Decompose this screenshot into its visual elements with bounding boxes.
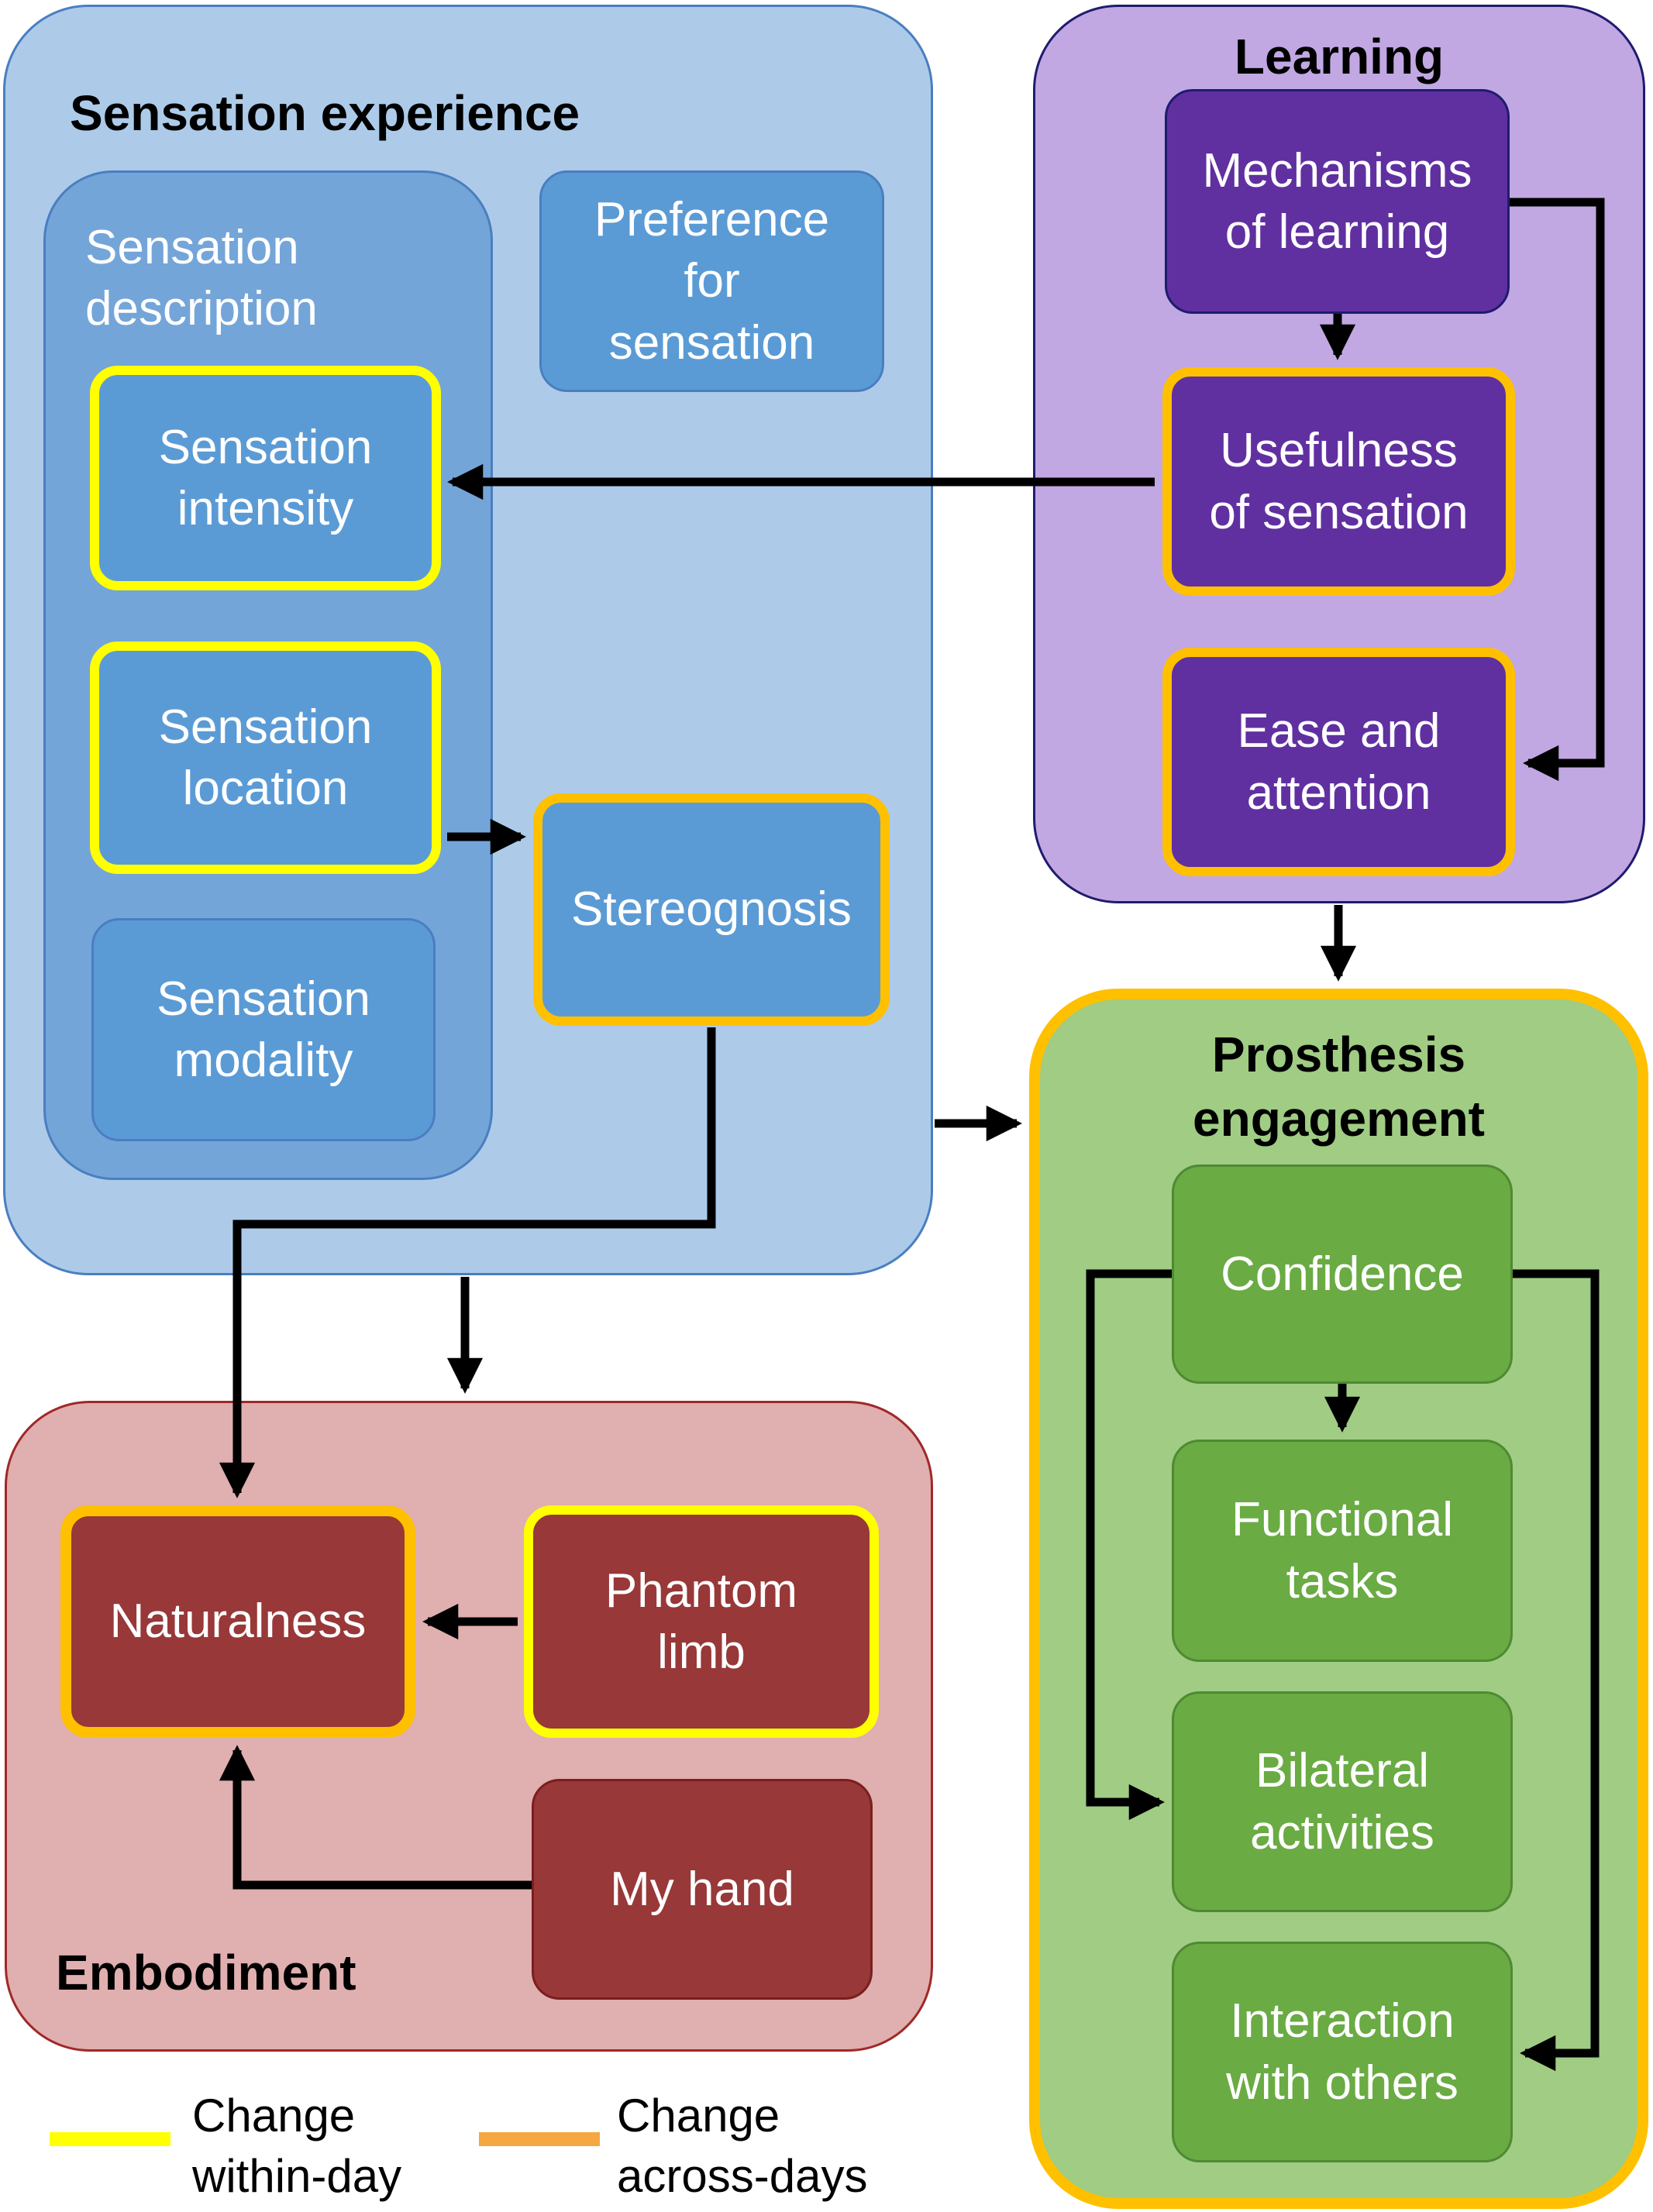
my-hand-box: My hand [532, 1779, 873, 2000]
sensation-intensity-box: Sensation intensity [90, 366, 441, 590]
legend-within-day-swatch [50, 2132, 170, 2146]
preference-for-sensation-box: Preference for sensation [539, 170, 884, 392]
sensation-description-label: Sensation description [85, 221, 318, 336]
usefulness-of-sensation-box: Usefulness of sensation [1162, 367, 1515, 596]
sensation-experience-title: Sensation experience [70, 85, 580, 141]
sensation-modality-box: Sensation modality [91, 918, 436, 1141]
learning-title: Learning [1234, 29, 1445, 84]
stereognosis-box: Stereognosis [533, 793, 890, 1026]
bilateral-activities-box: Bilateral activities [1172, 1691, 1513, 1912]
mechanisms-of-learning-box: Mechanisms of learning [1165, 89, 1510, 314]
confidence-box: Confidence [1172, 1164, 1513, 1384]
sensation-location-box: Sensation location [90, 642, 441, 874]
embodiment-title: Embodiment [56, 1945, 356, 2000]
ease-and-attention-box: Ease and attention [1162, 648, 1515, 876]
phantom-limb-box: Phantom limb [524, 1505, 879, 1738]
naturalness-box: Naturalness [60, 1505, 415, 1738]
prosthesis-engagement-title: Prosthesis engagement [1193, 1027, 1485, 1147]
functional-tasks-box: Functional tasks [1172, 1440, 1513, 1662]
legend-across-days-label: Change across-days [617, 2090, 868, 2202]
interaction-with-others-box: Interaction with others [1172, 1942, 1513, 2162]
legend-within-day-label: Change within-day [192, 2090, 402, 2202]
legend-across-days-swatch [479, 2132, 600, 2146]
